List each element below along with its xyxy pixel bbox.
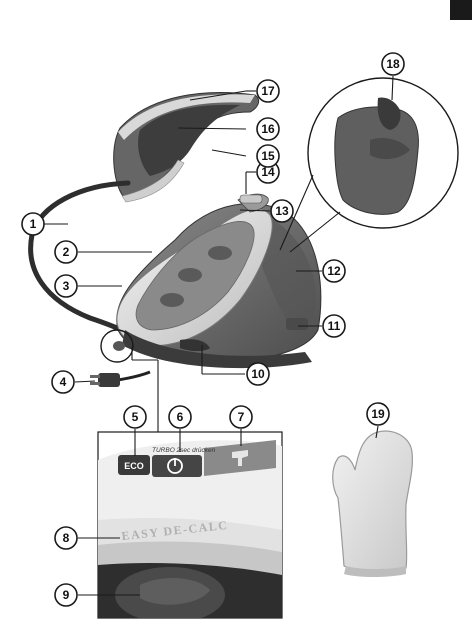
callout-12: 12 <box>322 259 346 283</box>
callout-17: 17 <box>256 79 280 103</box>
callout-10: 10 <box>246 362 270 386</box>
svg-text:14: 14 <box>261 165 275 179</box>
svg-text:5: 5 <box>132 410 139 424</box>
power-button[interactable] <box>152 455 202 477</box>
svg-text:18: 18 <box>386 57 400 71</box>
svg-text:4: 4 <box>60 375 67 389</box>
svg-text:7: 7 <box>238 410 245 424</box>
eco-button[interactable] <box>118 455 150 475</box>
svg-text:11: 11 <box>328 319 341 333</box>
base-station <box>116 193 322 369</box>
callout-11: 11 <box>322 314 346 338</box>
callout-16: 16 <box>256 117 280 141</box>
svg-text:17: 17 <box>261 84 275 98</box>
callout-15: 15 <box>256 144 280 168</box>
svg-text:2: 2 <box>63 245 70 259</box>
svg-text:15: 15 <box>261 149 275 163</box>
svg-text:9: 9 <box>63 588 70 602</box>
callout-18: 18 <box>381 52 405 76</box>
callout-9: 9 <box>54 583 78 607</box>
callout-3: 3 <box>54 274 78 298</box>
svg-text:10: 10 <box>251 367 265 381</box>
iron-rest-detail <box>279 77 459 253</box>
steam-hose <box>28 180 131 336</box>
callout-4: 4 <box>51 370 75 394</box>
callout-8: 8 <box>54 526 78 550</box>
control-panel-detail <box>97 431 283 619</box>
callout-14: 14 <box>256 160 280 184</box>
callout-2: 2 <box>54 240 78 264</box>
callout-7: 7 <box>229 405 253 429</box>
power-plug <box>90 370 151 387</box>
steam-iron <box>113 92 260 203</box>
svg-text:16: 16 <box>261 122 275 136</box>
callout-19: 19 <box>366 402 390 426</box>
svg-text:1: 1 <box>30 217 37 231</box>
zoom-indicator-circle <box>100 329 134 363</box>
svg-text:12: 12 <box>327 264 341 278</box>
svg-text:13: 13 <box>275 204 289 218</box>
svg-text:19: 19 <box>371 407 385 421</box>
callout-6: 6 <box>168 405 192 429</box>
svg-text:3: 3 <box>63 279 70 293</box>
protective-glove <box>332 430 413 577</box>
language-tab <box>450 0 472 20</box>
svg-text:8: 8 <box>63 531 70 545</box>
eco-label: ECO <box>124 461 144 471</box>
svg-text:6: 6 <box>177 410 184 424</box>
callout-1: 1 <box>21 212 45 236</box>
turbo-text: TURBO 2sec drücken <box>152 447 216 454</box>
callout-5: 5 <box>123 405 147 429</box>
leader-lines <box>43 75 394 596</box>
callout-13: 13 <box>270 199 294 223</box>
